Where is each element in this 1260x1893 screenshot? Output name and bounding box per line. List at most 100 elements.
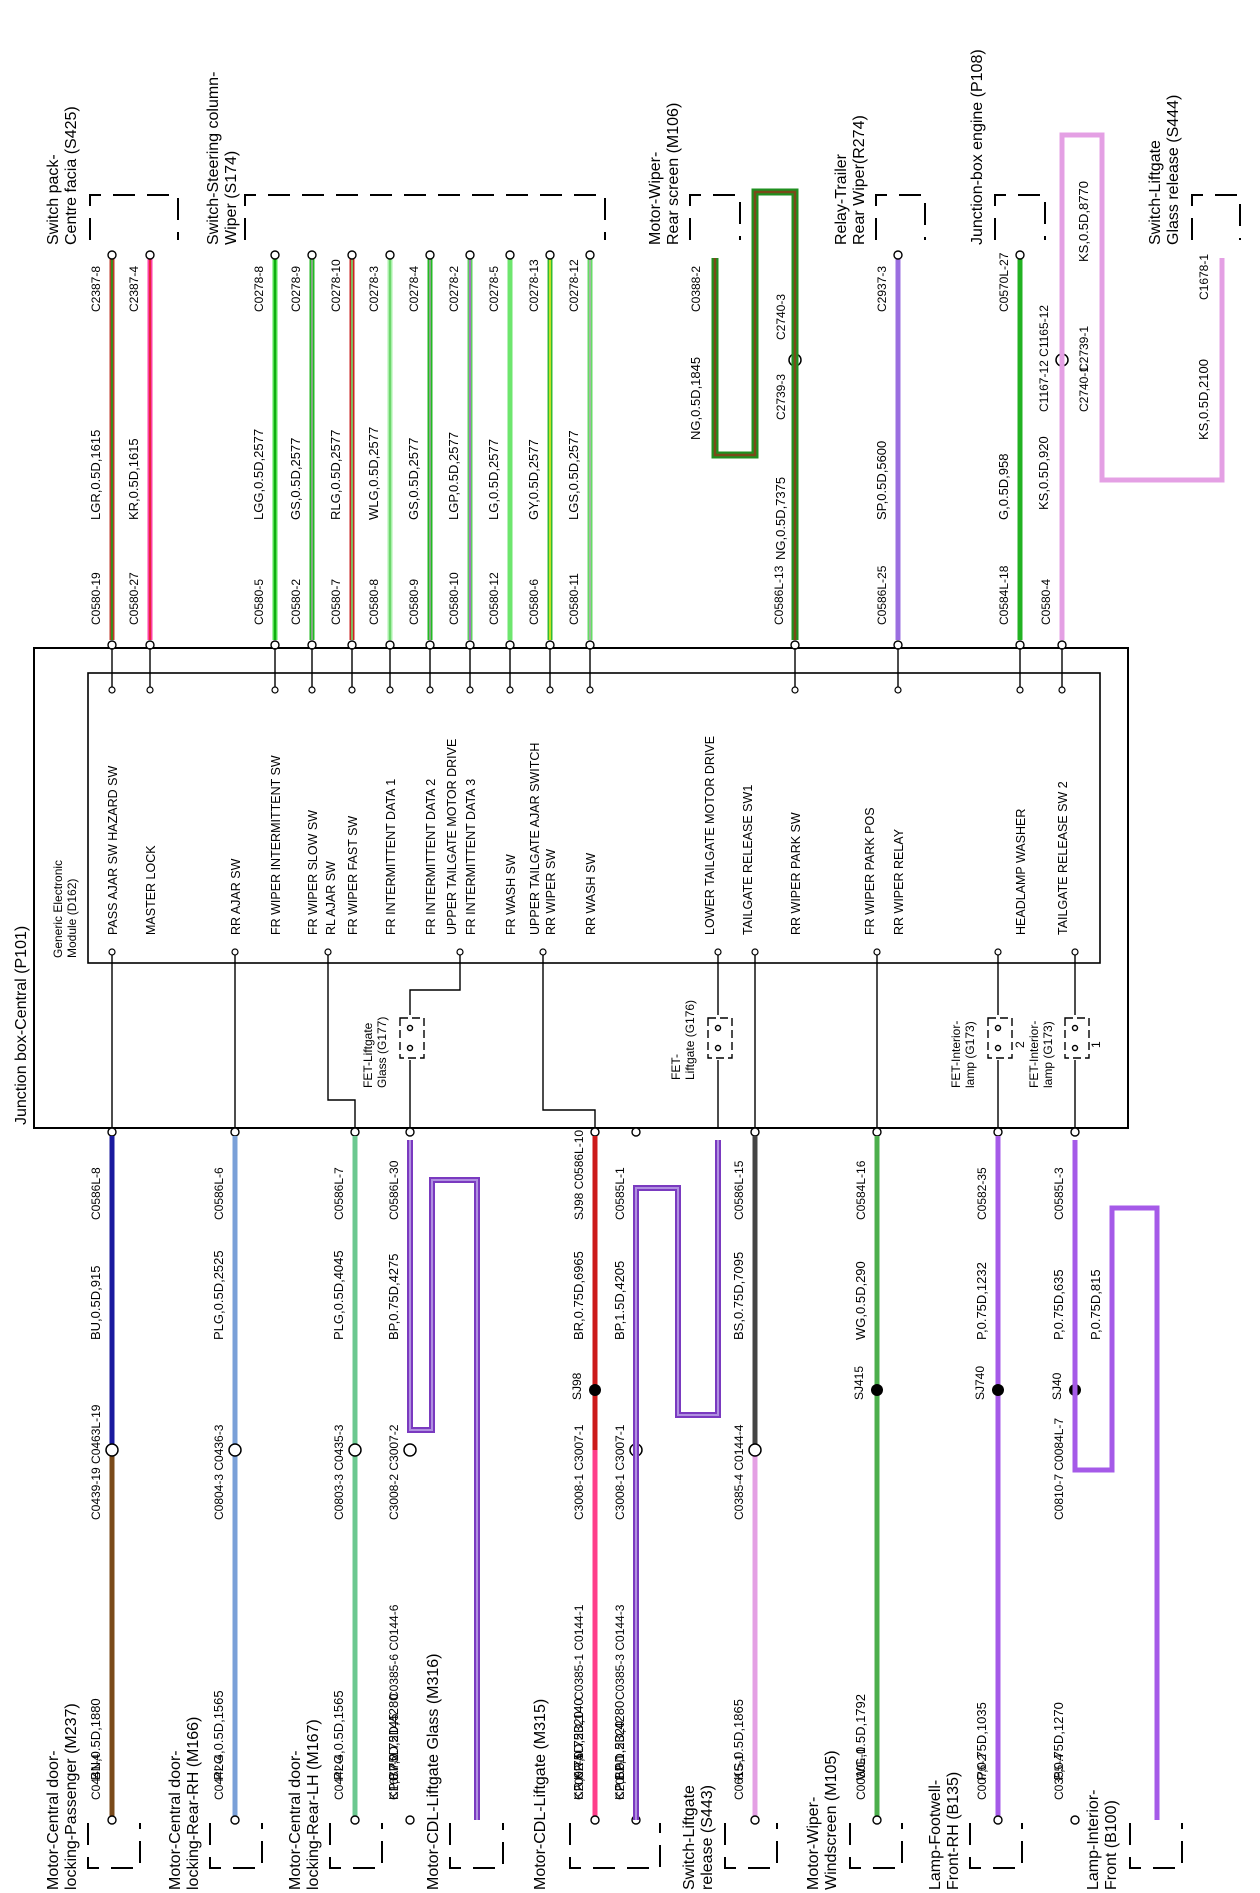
bottom-wire2-b3: PLG,0.5D,1565 (331, 1690, 346, 1780)
pin-terminal (107, 250, 117, 260)
func-t8: FR INTERMITTENT DATA 3 (464, 779, 478, 935)
func-t1: PASS AJAR SW HAZARD SW (106, 766, 120, 935)
func-lower-tailgate-motor: LOWER TAILGATE MOTOR DRIVE (703, 736, 717, 935)
pin-terminal (465, 640, 475, 650)
top-pin-t6: C0278-3 (367, 266, 381, 312)
top-pin-t13: C2937-3 (875, 266, 889, 312)
bottom-end-pin-b8: C0076-2 (975, 1754, 989, 1800)
svg-text:FET-: FET- (669, 1054, 683, 1080)
bottom-wire-spec-b2: PLG,0.5D,2525 (211, 1250, 226, 1340)
label-c2739-1: C2739-1 (1077, 326, 1091, 372)
liftgate-glass-loop (407, 1140, 480, 1820)
splice-label-b7: SJ415 (852, 1366, 866, 1400)
pin-terminal (350, 1127, 360, 1137)
pin-terminal (872, 1127, 882, 1137)
svg-text:lamp (G173): lamp (G173) (963, 1021, 977, 1088)
jb-pin-t11: C0580-11 (567, 573, 581, 625)
connector-s425 (89, 194, 179, 240)
svg-text:FET-Interior-: FET-Interior- (1027, 1021, 1041, 1088)
gem-module-title-2: Module (D162) (65, 879, 79, 958)
bottom-wire3-b5: KR,0.75D,2320 (571, 1711, 586, 1800)
bottom-wire-spec-b3: PLG,0.5D,4045 (331, 1250, 346, 1340)
jb-pin-t3: C0580-5 (252, 579, 266, 625)
bottom-wire-loop-b9: P,0.75D,815 (1088, 1269, 1103, 1340)
bottom-wire2-b7: WG,0.5D,1792 (853, 1694, 868, 1780)
func-upper-tailgate-motor: UPPER TAILGATE MOTOR DRIVE (445, 739, 459, 935)
svg-text:FET-Liftgate: FET-Liftgate (361, 1022, 375, 1088)
bottom-end-pin-b9: C0355-4 (1052, 1754, 1066, 1800)
label-c2740-3: C2740-3 (774, 294, 788, 340)
inline-connector (348, 1443, 362, 1457)
svg-text:Motor-Wiper-: Motor-Wiper- (805, 1797, 822, 1890)
inline-connector (403, 1443, 417, 1457)
bottom-end-pin-b7: C0030L-1 (854, 1747, 868, 1800)
label-wire-ks-8770: KS,0.5D,8770 (1076, 181, 1091, 262)
pin-terminal (230, 1127, 240, 1137)
pin-terminal (107, 1127, 117, 1137)
rear-wiper-loop: C0388-2 NG,0.5D,1845 C2739-3 C2740-3 NG,… (688, 188, 799, 640)
func-t2: MASTER LOCK (144, 845, 158, 935)
junction-box-frame (33, 647, 1129, 1129)
label-wire-ng-7375: NG,0.5D,7375 (773, 477, 788, 560)
internal-lines (111, 952, 1076, 1128)
bottom-pin3-b5b: C0385-3 C0144-3 (613, 1604, 627, 1700)
func-t6: FR INTERMITTENT DATA 1 (384, 779, 398, 935)
fet-g176 (707, 1017, 733, 1059)
pin-terminal (230, 1815, 240, 1825)
splice-label-b8: SJ740 (973, 1366, 987, 1400)
interior-lamp-loop (1072, 1140, 1160, 1820)
bottom-jb-pin-b4: C0586L-30 (387, 1160, 401, 1220)
label-p108-1: Junction-box engine (P108) (969, 49, 986, 245)
func-t5: FR WIPER FAST SW (346, 816, 360, 935)
svg-text:FET-Interior-: FET-Interior- (949, 1021, 963, 1088)
bottom-wire2-b5b: BP,1.5D,4280 (612, 1701, 627, 1780)
wire-spec-t7: GS,0.5D,2577 (406, 438, 421, 520)
wire-spec-t4: GS,0.5D,2577 (288, 438, 303, 520)
jb-pin-t12: C0586L-13 (772, 565, 786, 625)
bottom-wire-b8: C0582-35P,0.75D,1232P,0.75D,1035C0076-2S… (973, 1127, 1004, 1825)
label-m106-1: Motor-Wiper- (647, 152, 664, 245)
svg-text:Motor-Central door-: Motor-Central door- (167, 1750, 184, 1890)
connector-m105 (849, 1823, 903, 1869)
pin-terminal (750, 1127, 760, 1137)
svg-text:2: 2 (1013, 1041, 1027, 1048)
pin-terminal (1070, 1815, 1080, 1825)
bottom-wire-spec-b9: P,0.75D,635 (1051, 1269, 1066, 1340)
connector-m316 (449, 1823, 504, 1869)
top-pin-t8: C0278-2 (447, 266, 461, 312)
splice-point (871, 1384, 883, 1396)
svg-text:Motor-Central door-: Motor-Central door- (45, 1750, 62, 1890)
pin-terminal (385, 250, 395, 260)
pin-terminal (585, 250, 595, 260)
wire-spec-t10: GY,0.5D,2577 (526, 439, 541, 520)
connector-m106 (689, 194, 741, 240)
bottom-jb-pin-b5b: C0585L-1 (613, 1167, 627, 1220)
func-t13: RR WIPER RELAY (892, 828, 906, 935)
pin-terminal (107, 640, 117, 650)
bottom-wire-spec-b5: BR,0.75D,6965 (571, 1251, 586, 1340)
wire-spec-t5: RLG,0.5D,2577 (328, 430, 343, 520)
func-rl-ajar: RL AJAR SW (324, 861, 338, 935)
bottom-wire-spec-b6: BS,0.75D,7095 (731, 1252, 746, 1340)
label-c1678-1: C1678-1 (1197, 254, 1211, 300)
bottom-pin3-b4: C0385-6 C0144-6 (387, 1604, 401, 1700)
pin-terminal (270, 640, 280, 650)
top-pin-t1: C2387-8 (89, 266, 103, 312)
wire-spec-t9: LG,0.5D,2577 (486, 439, 501, 520)
label-wire-ng-1845: NG,0.5D,1845 (688, 357, 703, 440)
bottom-jb-pin-b3: C0586L-7 (332, 1167, 346, 1220)
func-t7: FR INTERMITTENT DATA 2 (424, 779, 438, 935)
bottom-mid-b4: C3008-2 C3007-2 (387, 1424, 401, 1520)
func-t4: FR WIPER SLOW SW (306, 810, 320, 935)
inline-connector (228, 1443, 242, 1457)
liftgate-glass-release-loop: C1678-1 KS,0.5D,2100 KS,0.5D,8770 C2739-… (1036, 132, 1225, 640)
